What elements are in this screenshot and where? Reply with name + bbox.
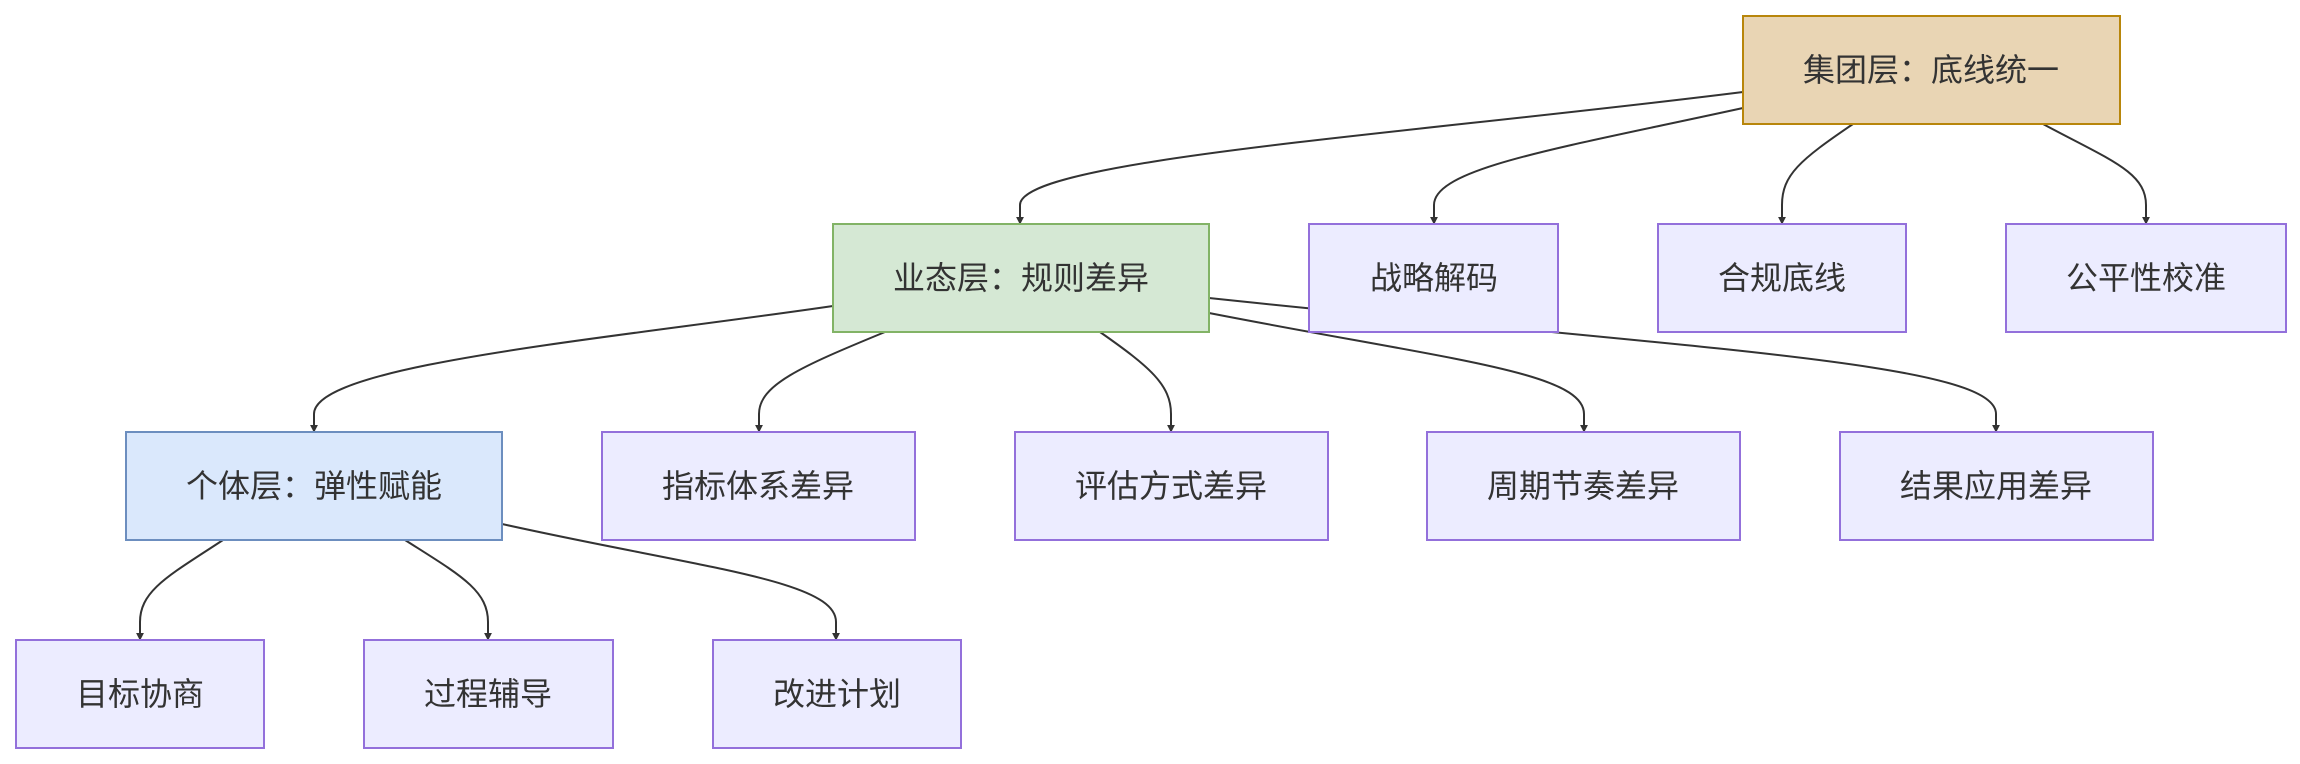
node-assessment-label: 评估方式差异 [1075, 467, 1267, 505]
edge-group-strategy [1430, 107, 1744, 225]
node-strategy-label: 战略解码 [1370, 259, 1498, 297]
edge-group-fairness [2042, 123, 2150, 225]
edge-individual-improve [501, 523, 840, 641]
node-fairness-label: 公平性校准 [2066, 259, 2226, 297]
node-goal: 目标协商 [15, 639, 265, 749]
node-metrics: 指标体系差异 [601, 431, 916, 541]
edge-individual-coaching [404, 539, 492, 641]
edge-business-metrics [755, 331, 886, 433]
node-improve: 改进计划 [712, 639, 962, 749]
node-cycle: 周期节奏差异 [1426, 431, 1741, 541]
edge-business-cycle [1208, 312, 1588, 433]
node-goal-label: 目标协商 [76, 675, 204, 713]
node-result-label: 结果应用差异 [1900, 467, 2092, 505]
node-individual-label: 个体层：弹性赋能 [186, 467, 442, 505]
edge-group-business [1016, 91, 1744, 225]
edge-business-individual [310, 305, 834, 433]
node-cycle-label: 周期节奏差异 [1487, 467, 1679, 505]
node-fairness: 公平性校准 [2005, 223, 2287, 333]
node-individual: 个体层：弹性赋能 [125, 431, 503, 541]
edges [136, 91, 2150, 641]
node-business-label: 业态层：规则差异 [893, 259, 1149, 297]
node-metrics-label: 指标体系差异 [662, 467, 854, 505]
node-group: 集团层：底线统一 [1742, 15, 2121, 125]
node-business: 业态层：规则差异 [832, 223, 1210, 333]
edge-group-compliance [1778, 123, 1854, 225]
node-strategy: 战略解码 [1308, 223, 1559, 333]
edge-individual-goal [136, 539, 224, 641]
edge-business-assessment [1099, 331, 1175, 433]
node-result: 结果应用差异 [1839, 431, 2154, 541]
node-group-label: 集团层：底线统一 [1803, 51, 2059, 89]
node-compliance-label: 合规底线 [1718, 259, 1846, 297]
node-coaching: 过程辅导 [363, 639, 614, 749]
node-coaching-label: 过程辅导 [424, 675, 552, 713]
node-assessment: 评估方式差异 [1014, 431, 1329, 541]
node-compliance: 合规底线 [1657, 223, 1907, 333]
node-improve-label: 改进计划 [773, 675, 901, 713]
